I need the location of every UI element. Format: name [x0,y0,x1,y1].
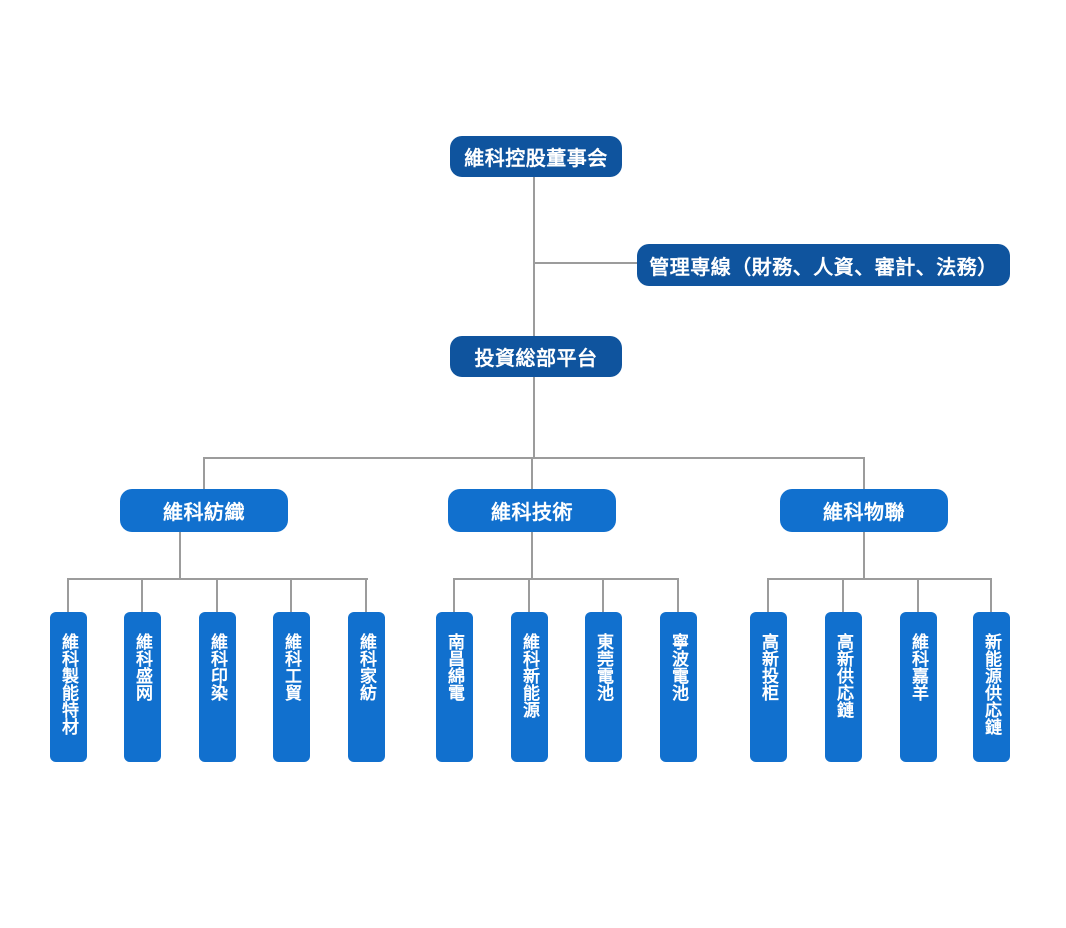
subsidiary-label: 維科印染 [208,633,227,701]
connector-line [531,457,533,490]
subsidiary-node: 高新投柜 [750,612,787,762]
connector-line [533,177,535,337]
connector-line [767,578,769,613]
division-node-iot: 維科物聯 [780,489,948,532]
division-node-technology: 維科技術 [448,489,616,532]
connector-line [204,457,865,459]
connector-line [863,457,865,490]
connector-line [602,578,604,613]
connector-line [453,578,455,613]
subsidiary-node: 高新供応鏈 [825,612,862,762]
subsidiary-node: 維科盛网 [124,612,161,762]
subsidiary-node: 維科製能特材 [50,612,87,762]
connector-line [990,578,992,613]
subsidiary-node: 維科家紡 [348,612,385,762]
subsidiary-label: 東莞電池 [594,633,613,701]
subsidiary-label: 高新供応鏈 [834,633,853,718]
connector-line [453,578,679,580]
connector-line [528,578,530,613]
division-node-textile: 維科紡織 [120,489,288,532]
subsidiary-label: 維科製能特材 [59,633,78,735]
connector-line [179,532,181,580]
connector-line [141,578,143,613]
connector-line [216,578,218,613]
subsidiary-node: 維科印染 [199,612,236,762]
connector-line [842,578,844,613]
connector-line [531,532,533,580]
subsidiary-label: 維科家紡 [357,633,376,701]
connector-line [67,578,69,613]
connector-line [290,578,292,613]
connector-line [767,578,992,580]
subsidiary-node: 南昌綿電 [436,612,473,762]
board-node: 維科控股董事会 [450,136,622,177]
subsidiary-label: 新能源供応鏈 [982,633,1001,735]
connector-line [203,457,205,490]
subsidiary-node: 東莞電池 [585,612,622,762]
subsidiary-label: 南昌綿電 [445,633,464,701]
subsidiary-label: 維科嘉羊 [909,633,928,701]
connector-line [533,377,535,458]
subsidiary-node: 寧波電池 [660,612,697,762]
connector-line [534,262,638,264]
connector-line [677,578,679,613]
subsidiary-node: 維科新能源 [511,612,548,762]
investment-platform-node: 投資総部平台 [450,336,622,377]
subsidiary-node: 維科嘉羊 [900,612,937,762]
subsidiary-node: 新能源供応鏈 [973,612,1010,762]
connector-line [863,532,865,580]
management-line-node: 管理専線（財務、人資、審計、法務） [637,244,1010,286]
connector-line [917,578,919,613]
subsidiary-label: 維科新能源 [520,633,539,718]
subsidiary-label: 高新投柜 [759,633,778,701]
subsidiary-label: 維科盛网 [133,633,152,701]
subsidiary-label: 寧波電池 [669,633,688,701]
connector-line [365,578,367,613]
subsidiary-label: 維科工貿 [282,633,301,701]
subsidiary-node: 維科工貿 [273,612,310,762]
